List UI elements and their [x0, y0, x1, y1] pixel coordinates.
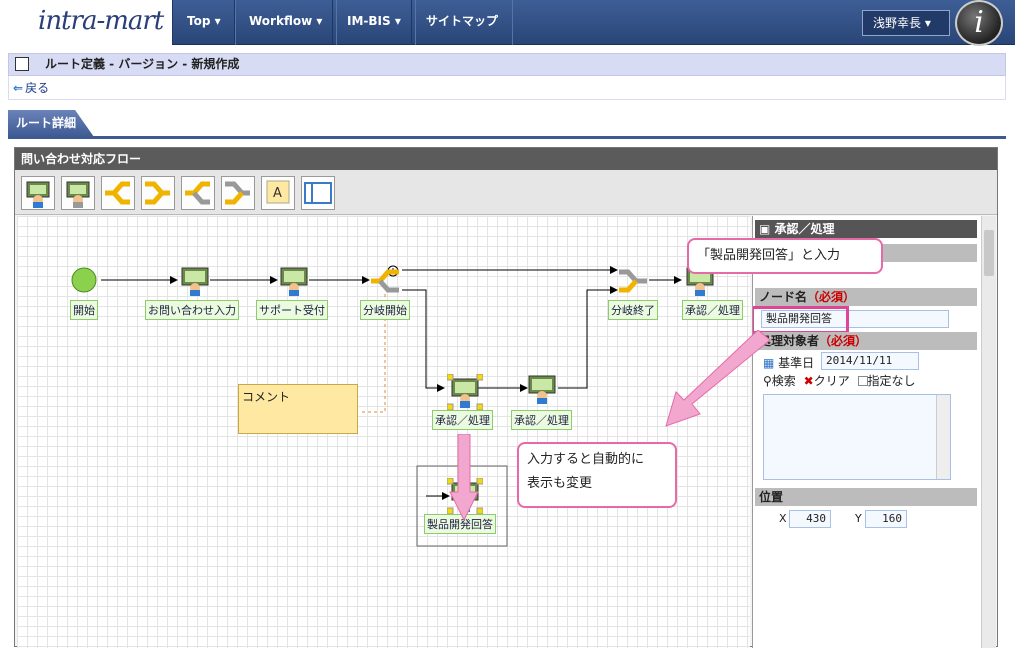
position-heading: 位置: [755, 488, 977, 506]
callout-auto-update: 入力すると自動的に 表示も変更: [517, 442, 677, 508]
back-arrow-icon: ⇐: [13, 81, 24, 95]
tab-underline: [8, 136, 1006, 139]
base-date-input[interactable]: 2014/11/11: [821, 352, 919, 370]
back-label: 戻る: [25, 81, 50, 95]
target-heading: 処理対象者（必須）: [755, 332, 977, 350]
logo-text: intra-mart: [38, 6, 164, 36]
search-icon: ⚲: [763, 374, 772, 388]
x-input[interactable]: 430: [789, 510, 831, 528]
flow-connectors: [101, 265, 682, 547]
node-name-label: ノード名: [759, 290, 808, 304]
intra-mart-logo[interactable]: intra-mart: [0, 0, 172, 45]
tool-branch-end-icon[interactable]: [141, 176, 175, 210]
nav-workflow-menu[interactable]: Workflow ▾: [234, 0, 338, 45]
support-reception-node-icon[interactable]: [279, 266, 309, 299]
scrollbar-thumb[interactable]: [984, 230, 994, 276]
node-name-input[interactable]: 製品開発回答: [761, 310, 949, 328]
calendar-icon[interactable]: ▦: [763, 356, 775, 370]
intra-mart-badge-icon[interactable]: i: [955, 0, 1003, 46]
property-section-title: ▣ 承認／処理: [755, 220, 977, 238]
tool-comment-icon[interactable]: A: [261, 176, 295, 210]
flow-title: 問い合わせ対応フロー: [15, 148, 997, 170]
unspecified-checkbox[interactable]: [857, 376, 868, 386]
comment-note[interactable]: コメント: [238, 384, 358, 434]
target-required: （必須）: [819, 334, 868, 348]
y-label: Y: [855, 512, 862, 525]
target-actions: ⚲検索 ✖クリア 指定なし: [763, 372, 916, 389]
node-label-branch-end: 分岐終了: [608, 300, 658, 320]
branch-end-node-icon[interactable]: [617, 266, 649, 299]
inquiry-input-node-icon[interactable]: [180, 266, 210, 299]
document-icon: [15, 57, 29, 71]
branch-start-node-icon[interactable]: [369, 266, 401, 299]
pink-down-arrow-icon: [449, 434, 479, 522]
clear-link[interactable]: クリア: [813, 374, 850, 388]
back-bar: ⇐戻る: [8, 76, 1006, 100]
tool-branch-start-icon[interactable]: [101, 176, 135, 210]
nav-sitemap[interactable]: サイトマップ: [411, 0, 514, 45]
nav-top-menu[interactable]: Top ▾: [172, 0, 236, 45]
search-link[interactable]: 検索: [771, 374, 796, 388]
target-list-scrollbar[interactable]: [936, 395, 950, 479]
node-name-required: （必須）: [807, 290, 856, 304]
node-label-inquiry-input: お問い合わせ入力: [145, 300, 239, 320]
palette-toolbar: A: [15, 170, 997, 215]
node-label-branch-start: 分岐開始: [360, 300, 410, 320]
base-date-row: ▦ 基準日: [763, 354, 814, 371]
unspecified-label: 指定なし: [867, 374, 916, 388]
callout-input-instruction: 「製品開発回答」と入力: [687, 238, 883, 274]
y-input[interactable]: 160: [865, 510, 907, 528]
x-label: X: [779, 512, 787, 525]
node-label-approval-lower: 承認／処理: [511, 410, 572, 430]
back-link[interactable]: ⇐戻る: [13, 79, 49, 96]
collapse-icon[interactable]: ▣: [759, 222, 775, 236]
tool-parallel-end-icon[interactable]: [221, 176, 255, 210]
target-label: 処理対象者: [759, 334, 820, 348]
pink-diagonal-arrow-icon: [665, 330, 771, 427]
approval-node-lower-icon[interactable]: [527, 374, 557, 407]
tool-approval-node-icon[interactable]: [21, 176, 55, 210]
top-navigation-bar: intra-mart Top ▾ Workflow ▾ IM-BIS ▾ サイト…: [0, 0, 1015, 46]
node-label-approval-right: 承認／処理: [682, 300, 743, 320]
flow-editor-panel: 問い合わせ対応フロー A: [14, 147, 998, 648]
property-panel: ▣ 承認／処理 ノード名（必須） 製品開発回答 処理対象者（必須） ▦ 基準日 …: [752, 216, 996, 648]
tool-parallel-start-icon[interactable]: [181, 176, 215, 210]
flow-canvas[interactable]: 開始 お問い合わせ入力 サポート受付 分岐開始 分岐終了 承認／処理 承認／: [17, 216, 750, 648]
page-title-bar: ルート定義 - バージョン - 新規作成: [8, 53, 1006, 76]
nav-im-bis-menu[interactable]: IM-BIS ▾: [332, 0, 416, 45]
svg-text:A: A: [273, 186, 282, 201]
page-title: ルート定義 - バージョン - 新規作成: [45, 57, 240, 71]
approval-node-selected-icon[interactable]: [446, 373, 484, 413]
node-label-approval-selected: 承認／処理: [432, 410, 493, 430]
tool-process-node-icon[interactable]: [61, 176, 95, 210]
tool-lane-icon[interactable]: [301, 176, 335, 210]
node-name-heading: ノード名（必須）: [755, 288, 977, 306]
target-list-box[interactable]: [763, 394, 951, 480]
node-label-support-reception: サポート受付: [256, 300, 328, 320]
user-menu-button[interactable]: 浅野幸長 ▾: [862, 10, 950, 36]
base-date-label: 基準日: [778, 356, 815, 370]
property-panel-scrollbar[interactable]: [981, 216, 996, 648]
section-title-text: 承認／処理: [774, 222, 835, 236]
clear-icon: ✖: [803, 374, 814, 388]
tab-route-detail[interactable]: ルート詳細: [8, 110, 94, 137]
start-node-icon[interactable]: [71, 267, 97, 296]
node-label-start: 開始: [70, 300, 98, 320]
node-label-product-dev-answer: 製品開発回答: [424, 514, 496, 534]
